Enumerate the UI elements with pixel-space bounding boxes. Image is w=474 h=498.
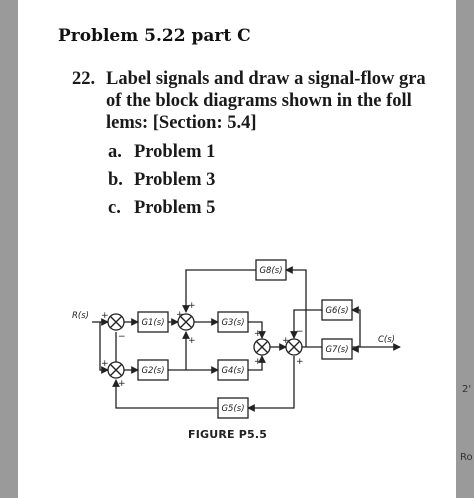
svg-text:+: +: [118, 379, 126, 389]
subproblem-c: c.Problem 5: [108, 198, 216, 218]
svg-text:+: +: [176, 310, 184, 320]
subproblem-b: b.Problem 3: [108, 170, 216, 190]
block-g4: [217, 359, 249, 381]
input-label: R(s): [72, 311, 89, 321]
svg-text:−: −: [296, 327, 304, 337]
svg-text:+: +: [282, 336, 290, 346]
block-g5-label: G5(s): [221, 404, 244, 414]
summing-junction-5: [285, 338, 303, 356]
problem-number: 22.: [72, 69, 96, 89]
right-edge-fragment-top: 2': [462, 384, 472, 395]
block-g2: [137, 359, 169, 381]
block-g3-label: G3(s): [221, 318, 244, 328]
problem-line-1: 22.Label signals and draw a signal-flow …: [72, 69, 426, 89]
block-g1-label: G1(s): [141, 318, 164, 328]
page-title: Problem 5.22 part C: [58, 26, 251, 46]
block-g8-label: G8(s): [259, 266, 282, 276]
svg-text:+: +: [254, 357, 262, 367]
summing-junction-4: [253, 338, 271, 356]
summing-junction-2: [177, 313, 195, 331]
problem-line-2: of the block diagrams shown in the foll: [106, 91, 412, 111]
block-g8: [255, 259, 287, 281]
svg-text:+: +: [101, 359, 109, 369]
problem-line-3: lems: [Section: 5.4]: [106, 113, 257, 133]
problem-statement: 22.Label signals and draw a signal-flow …: [72, 68, 456, 134]
right-edge-fragment-bottom: Ro: [460, 452, 473, 463]
svg-text:+: +: [188, 301, 196, 311]
block-g7-label: G7(s): [325, 345, 348, 355]
output-label: C(s): [378, 335, 395, 345]
block-g4-label: G4(s): [221, 366, 244, 376]
svg-text:−: −: [118, 332, 126, 342]
svg-text:+: +: [296, 357, 304, 367]
summing-junction-1: [107, 313, 125, 331]
block-g6: [321, 299, 353, 321]
block-g5: [217, 397, 249, 419]
svg-text:+: +: [188, 336, 196, 346]
subproblem-a: a.Problem 1: [108, 142, 216, 162]
block-g7: [321, 338, 353, 360]
block-g6-label: G6(s): [325, 306, 348, 316]
block-g2-label: G2(s): [141, 366, 164, 376]
block-g1: [137, 311, 169, 333]
block-g3: [217, 311, 249, 333]
summing-junction-3: [107, 361, 125, 379]
svg-text:+: +: [101, 311, 109, 321]
svg-text:+: +: [254, 329, 262, 339]
figure-caption: FIGURE P5.5: [188, 428, 268, 441]
